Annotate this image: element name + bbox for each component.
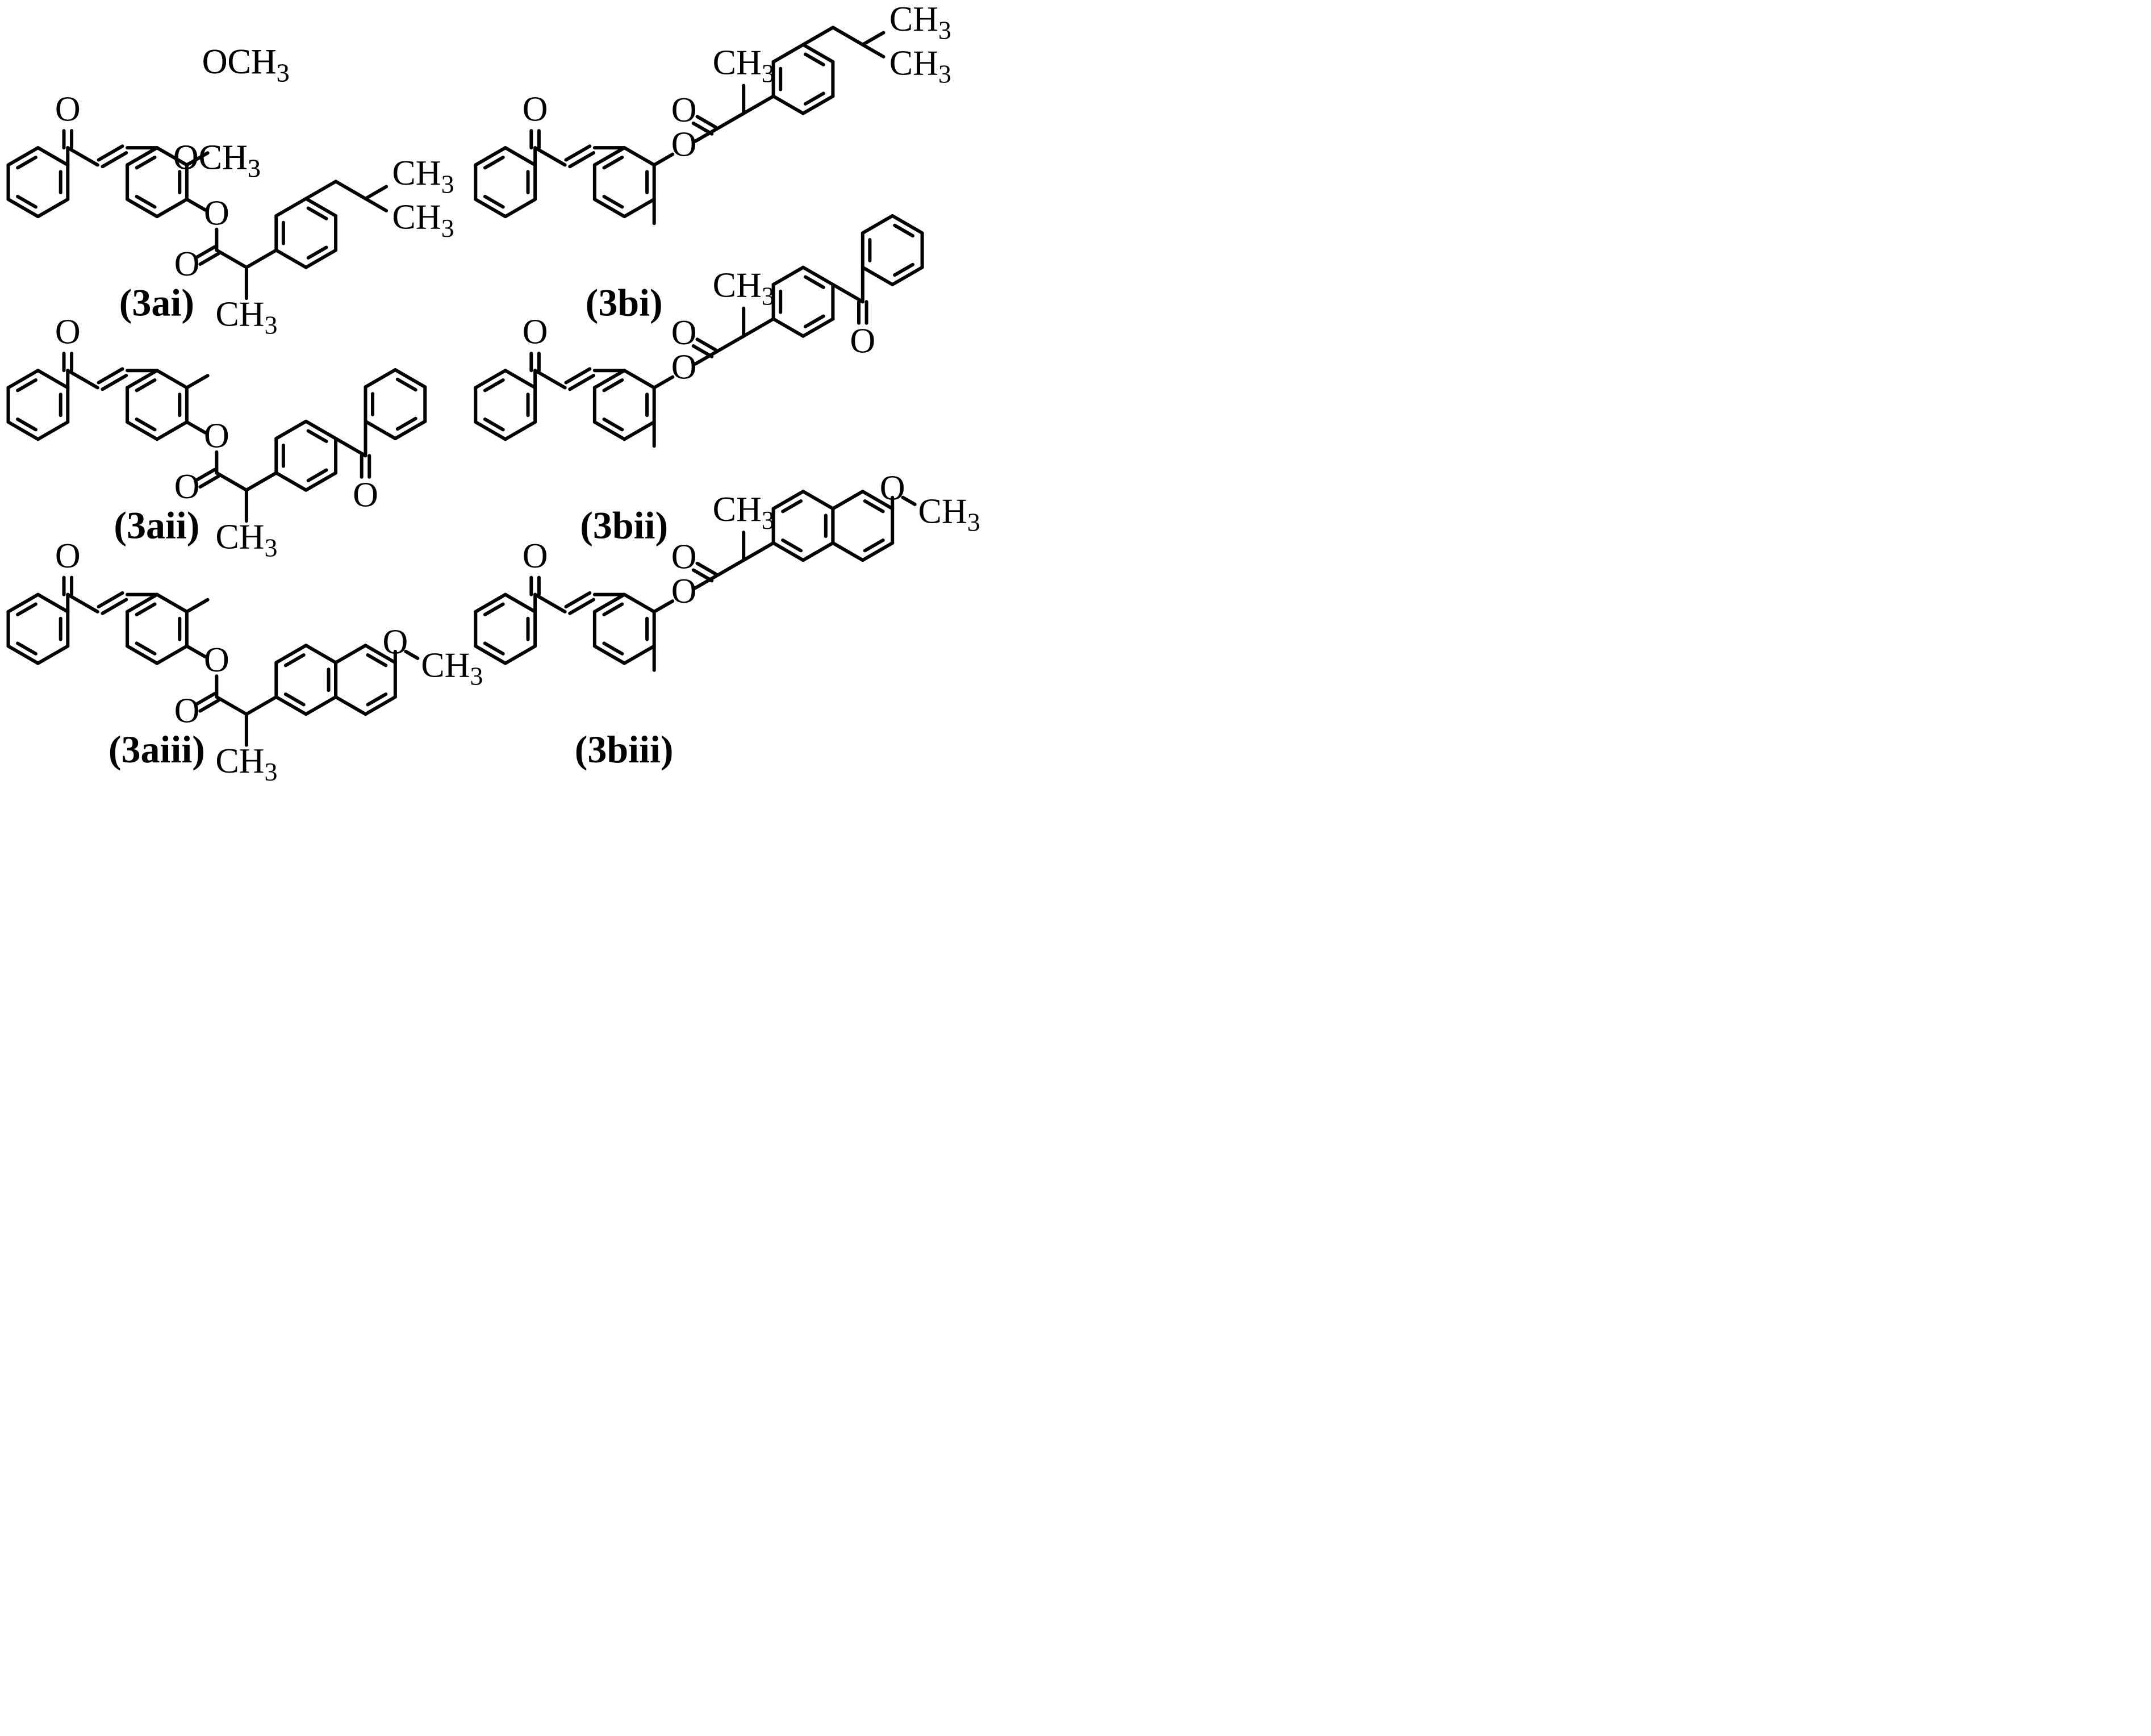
ester-carbonyl-oxygen-label: O	[671, 537, 697, 576]
methoxy-oxygen-label: O	[880, 469, 905, 507]
alpha-methyl-label: CH3	[215, 742, 277, 786]
alpha-methyl-label: CH3	[215, 518, 277, 562]
ester-carbonyl-oxygen-label: O	[174, 468, 200, 506]
compound-caption: (3biii)	[575, 728, 674, 771]
isobutyl-methyl-label: CH3	[889, 44, 951, 89]
methoxy-oxygen-label: O	[382, 623, 408, 661]
ester-oxygen-label: O	[671, 572, 697, 611]
ketone-oxygen-label: O	[850, 322, 875, 360]
methoxy-label: OCH3	[202, 43, 290, 87]
isobutyl-methyl-label: CH3	[889, 0, 951, 44]
carbonyl-oxygen-label: O	[523, 537, 548, 575]
carbonyl-oxygen-label: O	[523, 90, 548, 129]
ester-carbonyl-oxygen-label: O	[174, 245, 200, 283]
carbonyl-oxygen-label: O	[523, 313, 548, 352]
ester-oxygen-label: O	[204, 416, 229, 455]
ester-oxygen-label: O	[671, 348, 697, 386]
methoxy-label: OCH3	[173, 138, 261, 182]
ester-carbonyl-oxygen-label: O	[671, 314, 697, 352]
compound-caption: (3bi)	[586, 281, 663, 324]
methoxy-label: OCH3	[173, 138, 261, 182]
compound-caption: (3aiii)	[108, 728, 205, 771]
carbonyl-oxygen-label: O	[55, 90, 81, 129]
alpha-methyl-label: CH3	[215, 295, 277, 339]
ester-oxygen-label: O	[204, 194, 229, 232]
ester-carbonyl-oxygen-label: O	[671, 91, 697, 130]
ester-carbonyl-oxygen-label: O	[174, 691, 200, 730]
naproxen-methyl-label: CH3	[421, 646, 483, 691]
naproxen-methyl-label: CH3	[918, 493, 980, 537]
methoxy-label: OCH3	[173, 138, 261, 182]
compound-caption: (3bii)	[580, 503, 668, 546]
isobutyl-methyl-label: CH3	[392, 154, 454, 198]
methoxy-label: OCH3	[202, 43, 290, 87]
carbonyl-oxygen-label: O	[55, 537, 81, 575]
carbonyl-oxygen-label: O	[55, 313, 81, 352]
alpha-methyl-label: CH3	[713, 490, 775, 535]
alpha-methyl-label: CH3	[713, 43, 775, 87]
compound-caption: (3ai)	[119, 281, 194, 324]
methoxy-label: OCH3	[202, 43, 290, 87]
alpha-methyl-label: CH3	[713, 266, 775, 310]
ester-oxygen-label: O	[671, 125, 697, 164]
ketone-oxygen-label: O	[353, 475, 378, 514]
compound-caption: (3aii)	[114, 503, 199, 546]
isobutyl-methyl-label: CH3	[392, 198, 454, 243]
ester-oxygen-label: O	[204, 641, 229, 679]
